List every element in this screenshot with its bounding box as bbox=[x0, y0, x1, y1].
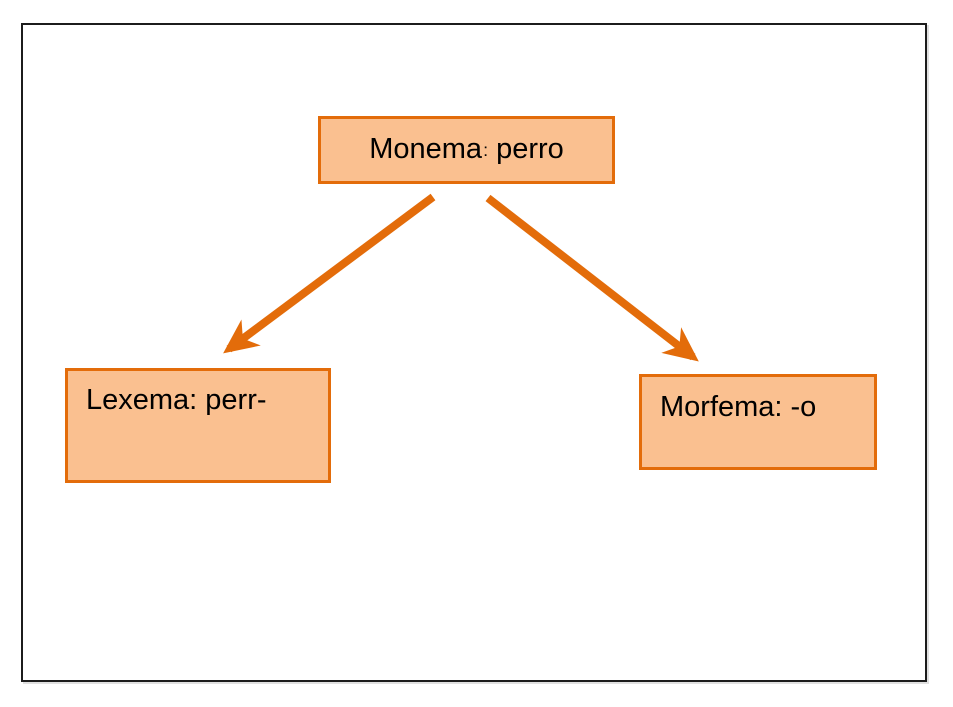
node-monema: Monema: perro bbox=[318, 116, 615, 184]
node-morfema-label: Morfema: -o bbox=[660, 391, 817, 423]
node-lexema: Lexema: perr- bbox=[65, 368, 331, 483]
node-morfema: Morfema: -o bbox=[639, 374, 877, 470]
node-monema-example: perro bbox=[496, 133, 564, 166]
node-monema-word: Monema bbox=[369, 133, 483, 166]
node-monema-colon: : bbox=[483, 139, 489, 160]
node-lexema-label: Lexema: perr- bbox=[86, 384, 267, 416]
